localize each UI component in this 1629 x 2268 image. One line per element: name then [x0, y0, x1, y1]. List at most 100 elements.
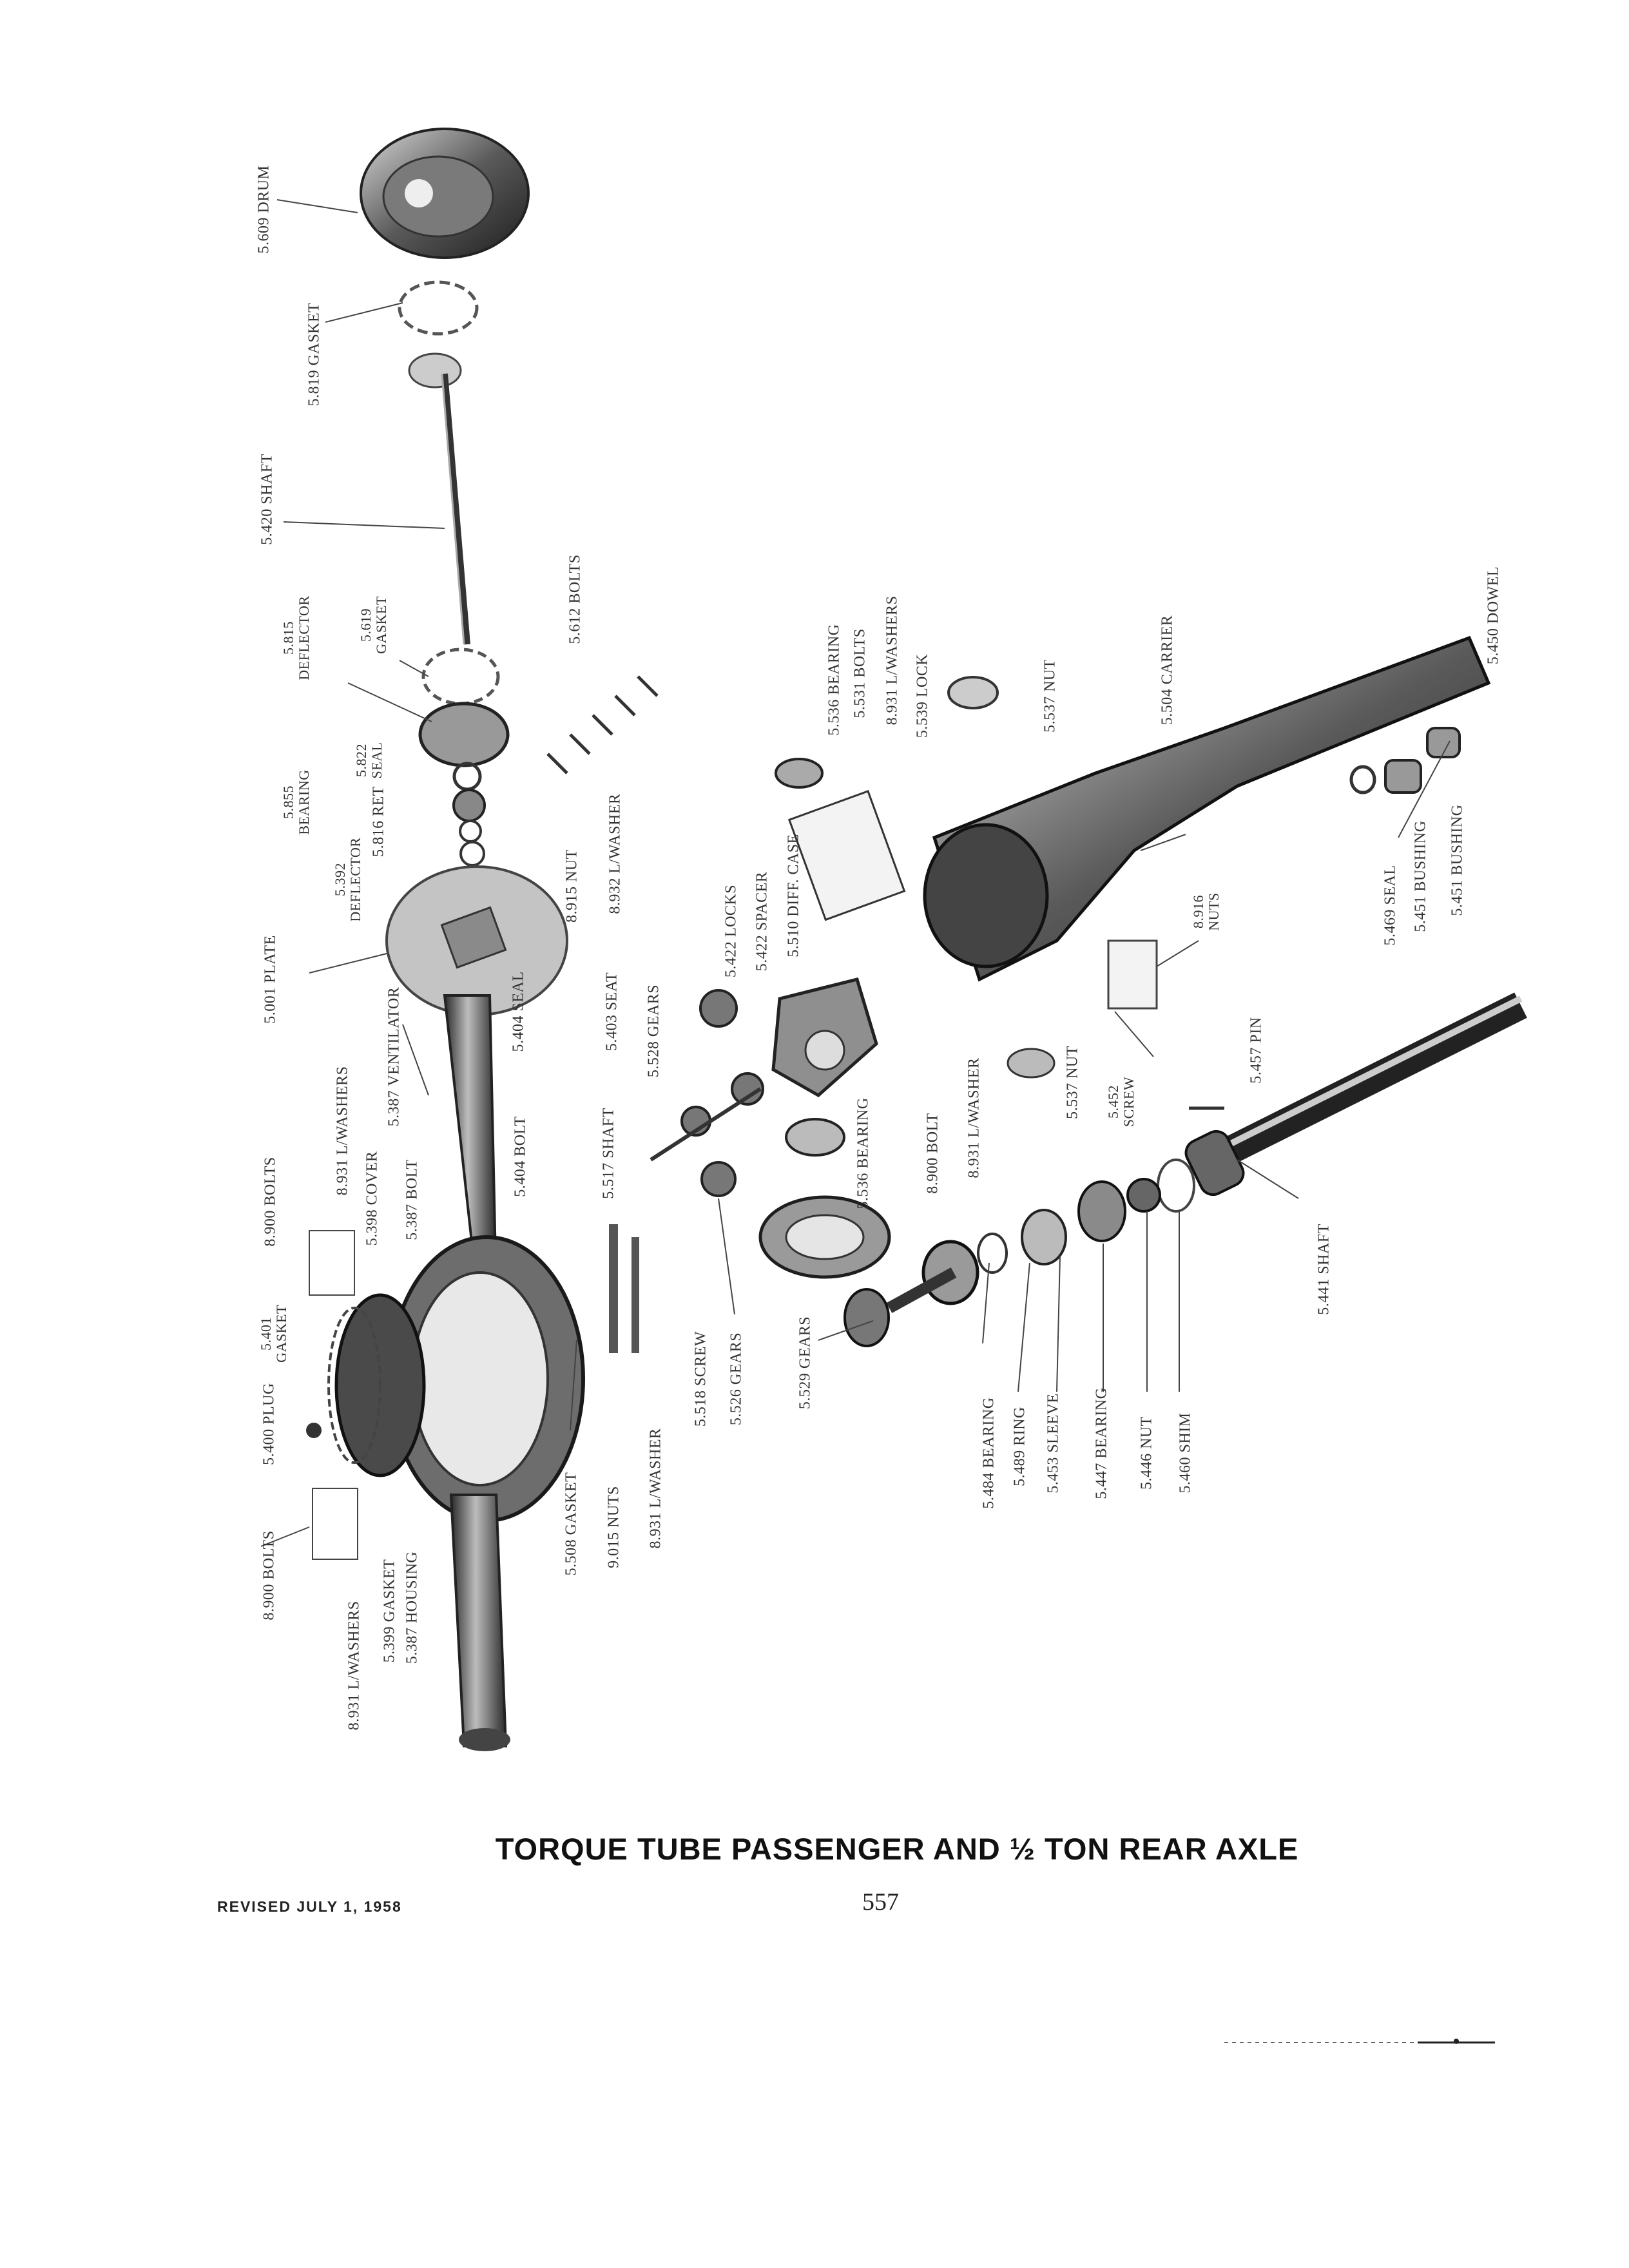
- label-nut-5446: 5.446 NUT: [1138, 1416, 1155, 1490]
- label-lwashers-8931-bottom: 8.931 L/WASHERS: [345, 1600, 363, 1731]
- label-lwashers-8931-top: 8.931 L/WASHERS: [334, 1066, 351, 1196]
- footer-rule: [1224, 2039, 1495, 2044]
- label-bolts-5612: 5.612 BOLTS: [566, 554, 584, 644]
- bearing-5855-part: [452, 789, 486, 822]
- label-gasket-5819: 5.819 GASKET: [305, 302, 323, 407]
- gasket-5399-part: [327, 1307, 381, 1464]
- gasket-5619-part: [421, 648, 500, 706]
- label-lwasher-8931-b: 8.931 L/WASHER: [965, 1057, 983, 1178]
- label-deflector-5392: 5.392 DEFLECTOR: [332, 837, 363, 922]
- bushing-5451-b-part: [1426, 727, 1461, 758]
- screws-nuts-column: [609, 1224, 639, 1353]
- label-bolt-5404: 5.404 BOLT: [512, 1116, 529, 1197]
- label-deflector-5815: 5.815 DEFLECTOR: [280, 595, 312, 680]
- nut-5537-lower-part: [1007, 1048, 1055, 1079]
- leader-lines: [260, 199, 1451, 1547]
- label-cover-5398: 5.398 COVER: [363, 1151, 381, 1246]
- bolts-8900-bottom-part: [312, 1488, 358, 1560]
- bearing-5536-top-part: [775, 758, 824, 789]
- label-shaft-5517: 5.517 SHAFT: [600, 1108, 617, 1199]
- label-lwasher-8931: 8.931 L/WASHER: [647, 1428, 664, 1549]
- deflector-5392-part: [459, 841, 485, 867]
- label-shaft-5420: 5.420 SHAFT: [258, 454, 276, 545]
- label-screw-5452: 5.452 SCREW: [1105, 1076, 1137, 1128]
- nuts-8916-plate: [1107, 939, 1158, 1010]
- label-spacer-5422: 5.422 SPACER: [753, 871, 771, 972]
- label-nut-8915: 8.915 NUT: [563, 849, 581, 923]
- plug-5400-part: [306, 1423, 322, 1438]
- label-ret-5816: 5.816 RET: [370, 786, 387, 857]
- bolts-5612-part: [546, 675, 659, 774]
- label-diffcase-5510: 5.510 DIFF. CASE: [785, 834, 802, 957]
- label-plug-5400: 5.400 PLUG: [260, 1383, 278, 1465]
- label-bearing-5447: 5.447 BEARING: [1093, 1387, 1110, 1499]
- revised-date: REVISED JULY 1, 1958: [217, 1898, 402, 1915]
- label-bearing-5536-top: 5.536 BEARING: [825, 624, 843, 736]
- label-lock-5539: 5.539 LOCK: [914, 653, 931, 738]
- pinion-stack-part: [843, 1158, 1195, 1347]
- seal-5469-part: [1349, 765, 1376, 794]
- bolts-8900-top-part: [309, 1230, 355, 1296]
- label-carrier-5504: 5.504 CARRIER: [1159, 615, 1176, 726]
- drum-part: [360, 128, 530, 259]
- bolts-5531-plate: [787, 789, 906, 921]
- label-plate-5001: 5.001 PLATE: [262, 935, 279, 1024]
- label-pin-5457: 5.457 PIN: [1248, 1017, 1265, 1084]
- label-shim-5460: 5.460 SHIM: [1177, 1412, 1194, 1494]
- differential-case-part: [771, 977, 878, 1098]
- label-nut-5537-lower: 5.537 NUT: [1064, 1046, 1081, 1119]
- label-bolts-5531: 5.531 BOLTS: [851, 628, 869, 718]
- ring-gear-part: [758, 1195, 891, 1279]
- seal-5822-part: [452, 762, 482, 791]
- label-seal-5469: 5.469 SEAL: [1382, 865, 1399, 946]
- label-bolts-8900-bottom: 8.900 BOLTS: [260, 1530, 278, 1620]
- label-housing-5387: 5.387 HOUSING: [403, 1551, 421, 1664]
- bearing-5536-lower-part: [785, 1118, 845, 1157]
- label-gasket-5399: 5.399 GASKET: [381, 1559, 398, 1663]
- label-dowel-5450: 5.450 DOWEL: [1485, 566, 1502, 665]
- label-gears-5526: 5.526 GEARS: [728, 1332, 745, 1426]
- label-gears-5529: 5.529 GEARS: [796, 1316, 814, 1410]
- label-locks-5422: 5.422 LOCKS: [722, 884, 740, 978]
- label-seal-5822: 5.822 SEAL: [353, 742, 385, 779]
- bushing-5451-a-part: [1384, 759, 1422, 794]
- page-title: TORQUE TUBE PASSENGER AND ½ TON REAR AXL…: [495, 1832, 1299, 1866]
- backing-plate-part: [385, 865, 568, 1016]
- label-bushing-5451-b: 5.451 BUSHING: [1449, 804, 1466, 916]
- label-bearing-5855: 5.855 BEARING: [280, 769, 312, 835]
- page-number: 557: [862, 1888, 899, 1916]
- label-bolt-8900: 8.900 BOLT: [924, 1113, 941, 1194]
- label-nut-5537-top: 5.537 NUT: [1041, 659, 1059, 733]
- ret-5816-part: [459, 820, 482, 843]
- label-gasket-5619: 5.619 GASKET: [358, 596, 389, 654]
- label-bearing-5536-lower: 5.536 BEARING: [854, 1097, 872, 1209]
- label-nuts-8916: 8.916 NUTS: [1190, 892, 1222, 931]
- label-ventilator-5387: 5.387 VENTILATOR: [385, 986, 403, 1127]
- label-seal-5404: 5.404 SEAL: [510, 971, 527, 1052]
- label-screw-5518: 5.518 SCREW: [692, 1331, 709, 1427]
- label-drum: 5.609 DRUM: [255, 165, 273, 254]
- nut-5537-top-part: [947, 676, 999, 709]
- carrier-5504-part: [923, 635, 1491, 982]
- label-sleeve-5453: 5.453 SLEEVE: [1045, 1393, 1062, 1494]
- label-ring-5489: 5.489 RING: [1011, 1407, 1028, 1486]
- axle-housing-part: [388, 994, 585, 1751]
- label-gasket-5508: 5.508 GASKET: [563, 1472, 580, 1576]
- label-gasket-5401: 5.401 GASKET: [258, 1305, 289, 1363]
- deflector-5815-part: [418, 702, 510, 767]
- label-nuts-9015: 9.015 NUTS: [605, 1486, 622, 1568]
- label-shaft-5441: 5.441 SHAFT: [1315, 1224, 1333, 1315]
- gasket-5819-part: [398, 280, 479, 336]
- label-lwashers-8931: 8.931 L/WASHERS: [883, 595, 901, 726]
- label-seat-5403: 5.403 SEAT: [603, 972, 621, 1052]
- label-lwasher-8932: 8.932 L/WASHER: [606, 793, 624, 914]
- label-bushing-5451-a: 5.451 BUSHING: [1412, 820, 1429, 932]
- differential-gears-part: [650, 989, 764, 1197]
- label-bolt-5387: 5.387 BOLT: [403, 1159, 421, 1240]
- label-gears-5528: 5.528 GEARS: [645, 984, 662, 1078]
- label-bearing-5484: 5.484 BEARING: [980, 1397, 998, 1509]
- shaft-5441-part: [1184, 992, 1527, 1196]
- label-bolts-8900-top: 8.900 BOLTS: [262, 1157, 279, 1247]
- axle-shaft-part: [408, 352, 470, 645]
